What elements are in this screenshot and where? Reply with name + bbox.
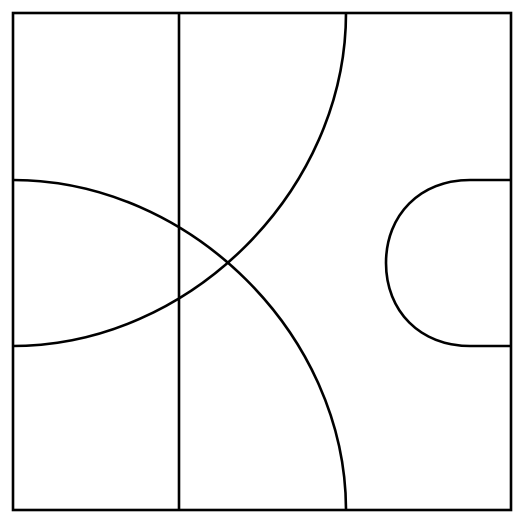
square-frame	[11, 11, 513, 512]
arc-top-to-left	[12, 12, 348, 348]
arc-left-to-bottom	[12, 178, 348, 511]
half-loop-right	[384, 178, 511, 348]
